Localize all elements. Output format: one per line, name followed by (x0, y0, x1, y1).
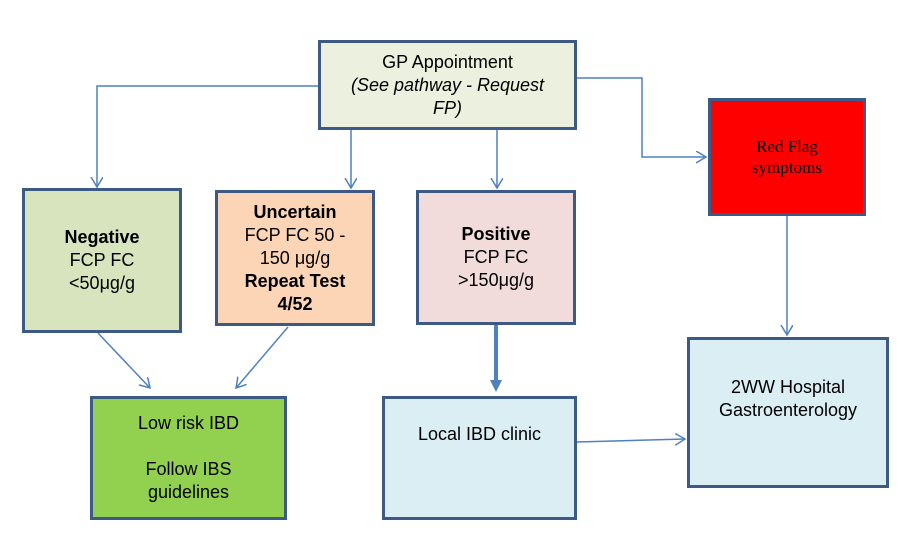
uncertain-line1: FCP FC 50 - (244, 224, 346, 245)
hospital-2ww-box: 2WW Hospital Gastroenterology (687, 337, 889, 488)
negative-line1: FCP FC (69, 250, 135, 270)
uncertain-box: Uncertain FCP FC 50 - 150 μg/g Repeat Te… (215, 190, 375, 326)
low-risk-title: Low risk IBD (137, 413, 240, 433)
red-flag-line2: symptoms (752, 158, 822, 177)
arrow-gp-to-red-flag (577, 77, 706, 157)
arrow-gp-to-negative (97, 85, 318, 187)
gp-appointment-box: GP Appointment (See pathway - Request FP… (318, 40, 577, 130)
negative-title: Negative (64, 227, 140, 247)
positive-line2: >150μg/g (458, 270, 534, 290)
positive-box: Positive FCP FC >150μg/g (416, 190, 576, 325)
uncertain-title: Uncertain (253, 201, 337, 222)
red-flag-line1: Red Flag (756, 137, 818, 156)
positive-line1: FCP FC (463, 247, 529, 267)
arrow-local-to-2ww (576, 439, 685, 442)
negative-line2: <50μg/g (69, 273, 135, 293)
uncertain-line2: 150 μg/g (259, 247, 331, 268)
gp-title: GP Appointment (382, 51, 513, 72)
red-flag-box: Red Flag symptoms (708, 98, 866, 216)
local-ibd-clinic-box: Local IBD clinic (382, 396, 577, 520)
hospital-line1: 2WW Hospital (730, 377, 846, 397)
low-risk-line2: guidelines (147, 482, 230, 502)
positive-title: Positive (461, 224, 531, 244)
arrow-negative-to-low-risk (97, 332, 150, 388)
uncertain-repeat-line1: Repeat Test (244, 270, 346, 291)
low-risk-line1: Follow IBS (145, 459, 232, 479)
gp-note-line1: (See pathway - Request (350, 74, 545, 95)
local-clinic-label: Local IBD clinic (417, 424, 542, 444)
hospital-line2: Gastroenterology (718, 400, 858, 420)
gp-note-line2: FP) (433, 97, 462, 118)
arrow-uncertain-to-low-risk (236, 326, 289, 388)
uncertain-repeat-line2: 4/52 (277, 293, 313, 314)
negative-box: Negative FCP FC <50μg/g (22, 188, 182, 333)
low-risk-box: Low risk IBD Follow IBS guidelines (90, 396, 287, 520)
